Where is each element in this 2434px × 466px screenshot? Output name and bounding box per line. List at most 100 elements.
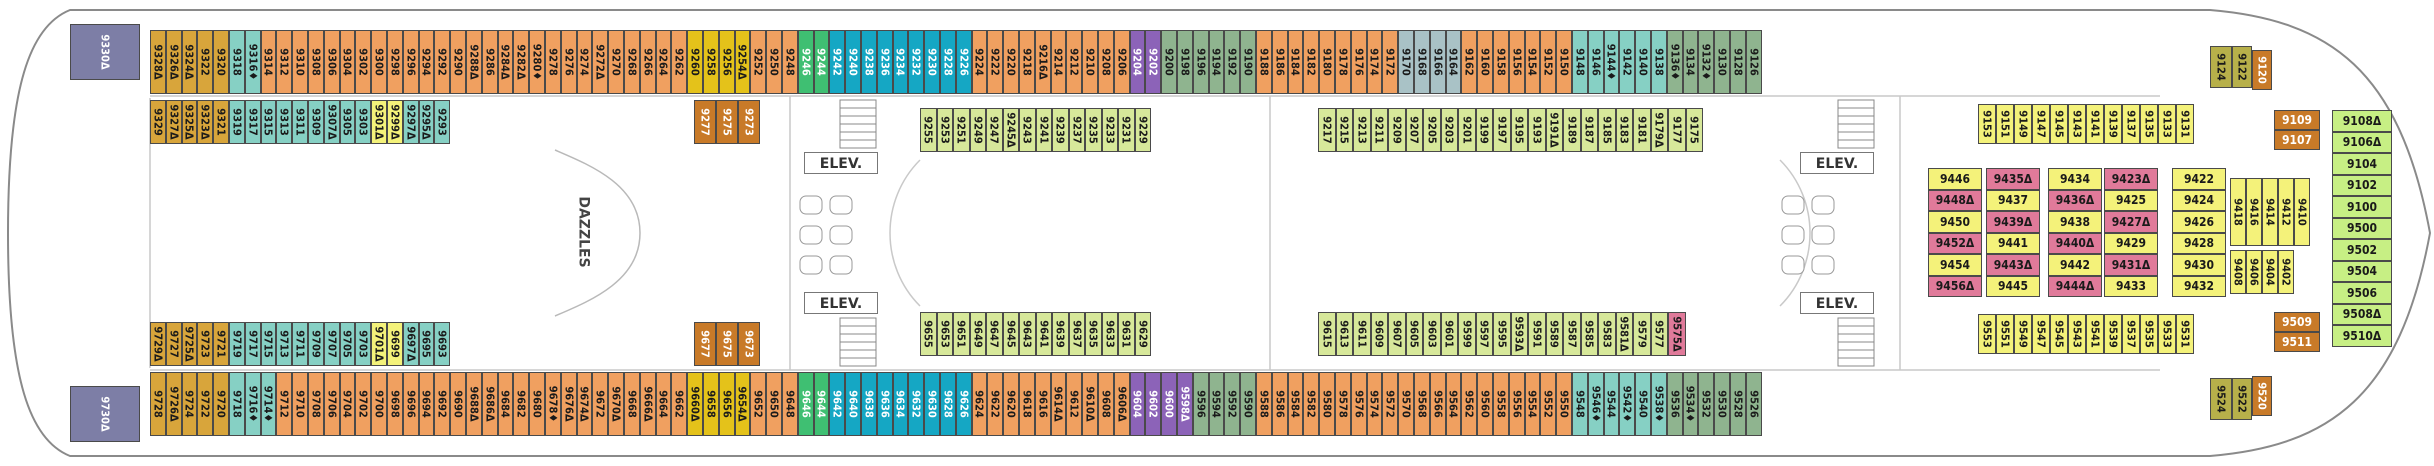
- cabin-9538[interactable]: 9538♦: [1651, 372, 1667, 436]
- cabin-9543[interactable]: 9543: [2068, 314, 2086, 354]
- cabin-9222[interactable]: 9222: [987, 30, 1004, 94]
- cabin-9620[interactable]: 9620: [1003, 372, 1019, 436]
- cabin-9710[interactable]: 9710: [292, 372, 308, 436]
- cabin-9581[interactable]: 9581Δ: [1615, 312, 1633, 356]
- cabin-9551[interactable]: 9551: [1996, 314, 2014, 354]
- cabin-9177[interactable]: 9177: [1668, 108, 1686, 152]
- cabin-9319[interactable]: 9319: [229, 100, 245, 144]
- cabin-9132[interactable]: 9132♦: [1698, 30, 1715, 94]
- cabin-9106[interactable]: 9106Δ: [2332, 131, 2392, 153]
- cabin-9640[interactable]: 9640: [845, 372, 861, 436]
- cabin-9301[interactable]: 9301Δ: [371, 100, 387, 144]
- cabin-9147[interactable]: 9147: [2032, 104, 2050, 144]
- cabin-9602[interactable]: 9602: [1145, 372, 1162, 436]
- cabin-9262[interactable]: 9262: [671, 30, 688, 94]
- cabin-9158[interactable]: 9158: [1493, 30, 1509, 94]
- cabin-9576[interactable]: 9576: [1350, 372, 1367, 436]
- cabin-9454[interactable]: 9454: [1928, 254, 1982, 276]
- cabin-9204[interactable]: 9204: [1129, 30, 1146, 94]
- cabin-9143[interactable]: 9143: [2068, 104, 2086, 144]
- cabin-9674[interactable]: 9674Δ: [576, 372, 593, 436]
- cabin-9709[interactable]: 9709: [308, 322, 324, 366]
- cabin-9694[interactable]: 9694: [418, 372, 435, 436]
- cabin-9324[interactable]: 9324Δ: [181, 30, 198, 94]
- cabin-9255[interactable]: 9255: [920, 108, 937, 152]
- cabin-9718[interactable]: 9718: [229, 372, 245, 436]
- cabin-9310[interactable]: 9310: [292, 30, 308, 94]
- cabin-9231[interactable]: 9231: [1118, 108, 1135, 152]
- cabin-9579[interactable]: 9579: [1633, 312, 1651, 356]
- cabin-9325[interactable]: 9325Δ: [181, 100, 198, 144]
- cabin-9711[interactable]: 9711: [292, 322, 308, 366]
- cabin-9607[interactable]: 9607: [1388, 312, 1406, 356]
- cabin-9144[interactable]: 9144♦: [1603, 30, 1620, 94]
- cabin-9601[interactable]: 9601: [1440, 312, 1458, 356]
- cabin-9702[interactable]: 9702: [355, 372, 372, 436]
- cabin-9264[interactable]: 9264: [655, 30, 672, 94]
- cabin-9635[interactable]: 9635: [1085, 312, 1102, 356]
- cabin-9209[interactable]: 9209: [1388, 108, 1406, 152]
- cabin-9300[interactable]: 9300: [371, 30, 387, 94]
- cabin-9427[interactable]: 9427Δ: [2104, 211, 2158, 233]
- cabin-9210[interactable]: 9210: [1082, 30, 1098, 94]
- cabin-9232[interactable]: 9232: [908, 30, 925, 94]
- cabin-9327[interactable]: 9327Δ: [165, 100, 182, 144]
- cabin-9313[interactable]: 9313: [276, 100, 293, 144]
- cabin-9237[interactable]: 9237: [1068, 108, 1085, 152]
- cabin-9424[interactable]: 9424: [2172, 189, 2226, 211]
- cabin-9423[interactable]: 9423Δ: [2104, 168, 2158, 190]
- cabin-9590[interactable]: 9590: [1240, 372, 1256, 436]
- cabin-9549[interactable]: 9549: [2014, 314, 2032, 354]
- cabin-9692[interactable]: 9692: [434, 372, 451, 436]
- cabin-9666[interactable]: 9666Δ: [639, 372, 656, 436]
- cabin-9693[interactable]: 9693: [434, 322, 451, 366]
- cabin-9698[interactable]: 9698: [387, 372, 403, 436]
- cabin-9183[interactable]: 9183: [1615, 108, 1633, 152]
- cabin-9140[interactable]: 9140: [1635, 30, 1651, 94]
- cabin-9422[interactable]: 9422: [2172, 168, 2226, 190]
- cabin-9615[interactable]: 9615: [1318, 312, 1336, 356]
- cabin-9194[interactable]: 9194: [1208, 30, 1225, 94]
- cabin-9606[interactable]: 9606Δ: [1113, 372, 1130, 436]
- cabin-9306[interactable]: 9306: [323, 30, 340, 94]
- cabin-9686[interactable]: 9686Δ: [481, 372, 498, 436]
- cabin-9189[interactable]: 9189: [1563, 108, 1581, 152]
- cabin-9260[interactable]: 9260: [687, 30, 703, 94]
- cabin-9179[interactable]: 9179Δ: [1650, 108, 1668, 152]
- cabin-9151[interactable]: 9151: [1996, 104, 2014, 144]
- cabin-9536[interactable]: 9536: [1666, 372, 1683, 436]
- cabin-9100[interactable]: 9100: [2332, 196, 2392, 218]
- cabin-9198[interactable]: 9198: [1177, 30, 1193, 94]
- cabin-9211[interactable]: 9211: [1370, 108, 1388, 152]
- cabin-9592[interactable]: 9592: [1224, 372, 1241, 436]
- cabin-9276[interactable]: 9276: [560, 30, 577, 94]
- cabin-9653[interactable]: 9653: [936, 312, 953, 356]
- cabin-9502[interactable]: 9502: [2332, 239, 2392, 261]
- cabin-9178[interactable]: 9178: [1335, 30, 1351, 94]
- cabin-9136[interactable]: 9136♦: [1666, 30, 1683, 94]
- cabin-9248[interactable]: 9248: [782, 30, 798, 94]
- cabin-9303[interactable]: 9303: [355, 100, 372, 144]
- cabin-9242[interactable]: 9242: [829, 30, 846, 94]
- cabin-9724[interactable]: 9724: [181, 372, 198, 436]
- cabin-9647[interactable]: 9647: [986, 312, 1003, 356]
- cabin-9712[interactable]: 9712: [276, 372, 293, 436]
- cabin-9244[interactable]: 9244: [813, 30, 830, 94]
- cabin-9531[interactable]: 9531: [2176, 314, 2194, 354]
- cabin-9645[interactable]: 9645: [1002, 312, 1019, 356]
- cabin-9524[interactable]: 9524: [2210, 378, 2232, 420]
- cabin-9193[interactable]: 9193: [1528, 108, 1546, 152]
- cabin-9595[interactable]: 9595: [1493, 312, 1511, 356]
- cabin-9533[interactable]: 9533: [2158, 314, 2176, 354]
- cabin-9697[interactable]: 9697Δ: [402, 322, 419, 366]
- cabin-9212[interactable]: 9212: [1066, 30, 1083, 94]
- cabin-9628[interactable]: 9628: [940, 372, 956, 436]
- cabin-9131[interactable]: 9131: [2176, 104, 2194, 144]
- cabin-9597[interactable]: 9597: [1475, 312, 1493, 356]
- cabin-9580[interactable]: 9580: [1319, 372, 1335, 436]
- cabin-9406[interactable]: 9406: [2246, 250, 2262, 294]
- cabin-9207[interactable]: 9207: [1405, 108, 1423, 152]
- cabin-9429[interactable]: 9429: [2104, 232, 2158, 254]
- cabin-9547[interactable]: 9547: [2032, 314, 2050, 354]
- cabin-9273[interactable]: 9273: [738, 100, 760, 144]
